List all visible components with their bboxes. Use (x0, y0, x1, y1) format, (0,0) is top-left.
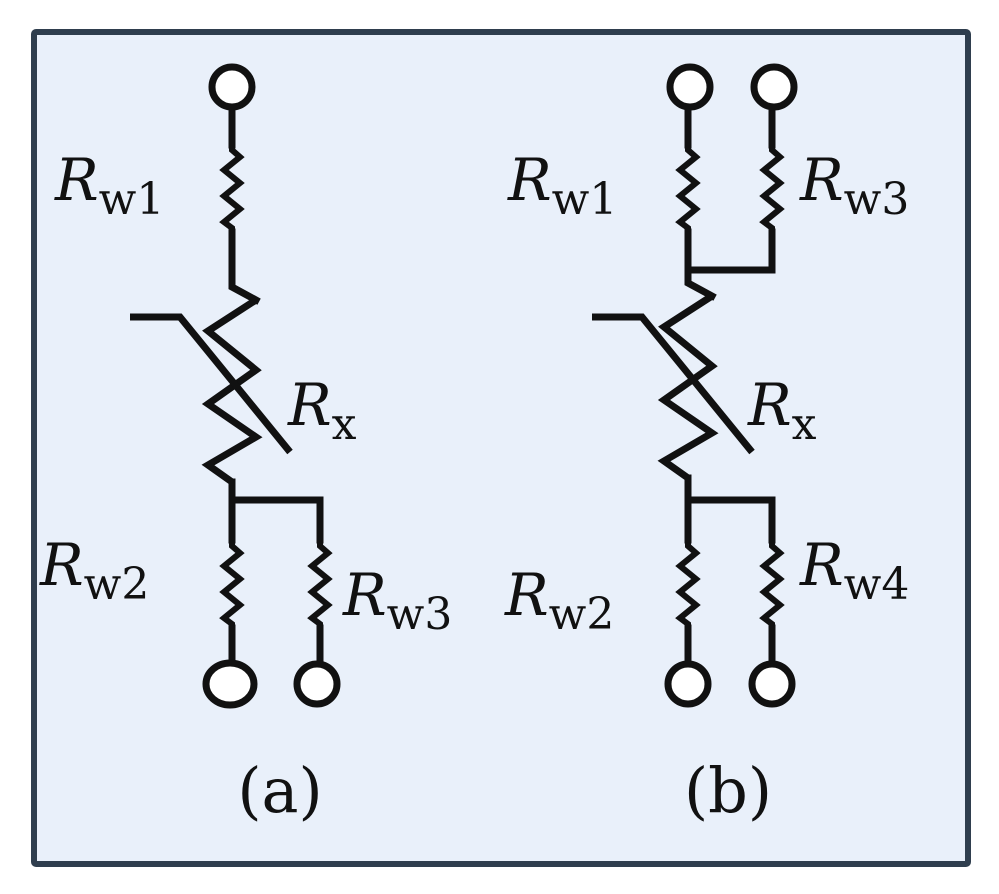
resistor-b-rw3 (759, 145, 785, 232)
resistor-b-rw2 (675, 540, 701, 628)
label-a-rx: Rx (287, 371, 357, 450)
circuit-b: Rw1 Rw3 Rx Rw2 Rw4 (b) (504, 63, 909, 827)
label-b-rw1: Rw1 (507, 146, 617, 225)
terminal-b-top-left (666, 63, 714, 111)
label-b-rw3: Rw3 (799, 146, 909, 225)
label-a-rw3: Rw3 (342, 561, 452, 640)
wire-b-junction (684, 474, 776, 544)
terminal-b-top-right (750, 63, 798, 111)
terminal-b-bottom-left (664, 660, 712, 708)
caption-b: (b) (684, 754, 772, 827)
wire-a-mid-top (228, 228, 261, 305)
resistor-b-rw4 (759, 540, 785, 628)
label-b-rw2: Rw2 (504, 561, 614, 640)
terminal-b-bottom-right (748, 660, 796, 708)
terminal-a-top (208, 63, 256, 111)
resistor-a-rw2 (219, 540, 245, 628)
nonlinear-mark-b (592, 313, 755, 455)
caption-a: (a) (237, 754, 322, 827)
label-b-rx: Rx (747, 371, 817, 450)
wire-a-junction (228, 478, 324, 544)
resistor-a-rx (201, 297, 263, 485)
resistor-b-rw1 (675, 145, 701, 232)
resistor-a-rw3 (307, 540, 333, 628)
wire-b-to-rx (684, 266, 717, 301)
label-a-rw1: Rw1 (54, 146, 164, 225)
resistor-a-rw1 (219, 145, 245, 232)
nonlinear-mark-a (130, 313, 293, 455)
label-a-rw2: Rw2 (39, 531, 149, 610)
wire-b-top-junction (684, 228, 776, 274)
circuit-a: Rw1 Rx Rw2 Rw3 (a) (39, 63, 452, 827)
terminal-a-bottom-right (293, 660, 341, 708)
panel-background (31, 29, 971, 867)
label-b-rw4: Rw4 (799, 531, 909, 610)
resistor-b-rx (657, 293, 719, 481)
terminal-a-bottom-left (202, 659, 258, 709)
